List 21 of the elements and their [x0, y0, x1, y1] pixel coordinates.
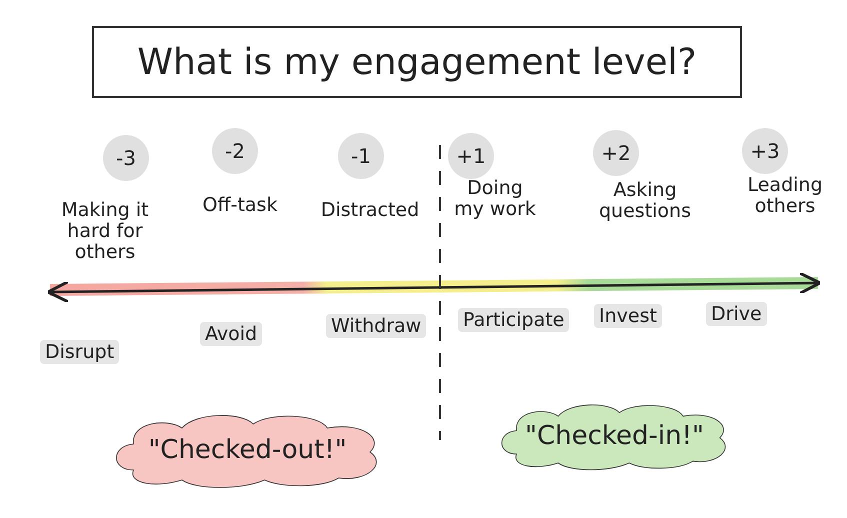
scale-label: Invest — [594, 304, 662, 328]
level-description: Off-task — [202, 195, 278, 216]
score-circle: -3 — [103, 135, 149, 181]
score-circle: +2 — [593, 130, 639, 176]
scale-label: Withdraw — [326, 314, 426, 338]
level-description: Leading others — [746, 175, 824, 217]
score-circle: +1 — [448, 133, 494, 179]
score-circle: -2 — [212, 128, 258, 174]
level-description: Doing my work — [453, 178, 537, 220]
title: What is my engagement level? — [92, 26, 742, 98]
scale-label: Participate — [458, 308, 570, 332]
cloud-text: "Checked-out!" — [148, 435, 347, 465]
score-circle: +3 — [742, 128, 788, 174]
cloud-text: "Checked-in!" — [525, 421, 704, 451]
scale-label: Avoid — [200, 322, 262, 346]
scale-label: Disrupt — [40, 340, 120, 364]
score-circle: -1 — [338, 133, 384, 179]
level-description: Distracted — [320, 200, 420, 221]
scale-label: Drive — [706, 302, 767, 326]
level-description: Making it hard for others — [60, 200, 150, 263]
level-description: Asking questions — [598, 180, 692, 222]
